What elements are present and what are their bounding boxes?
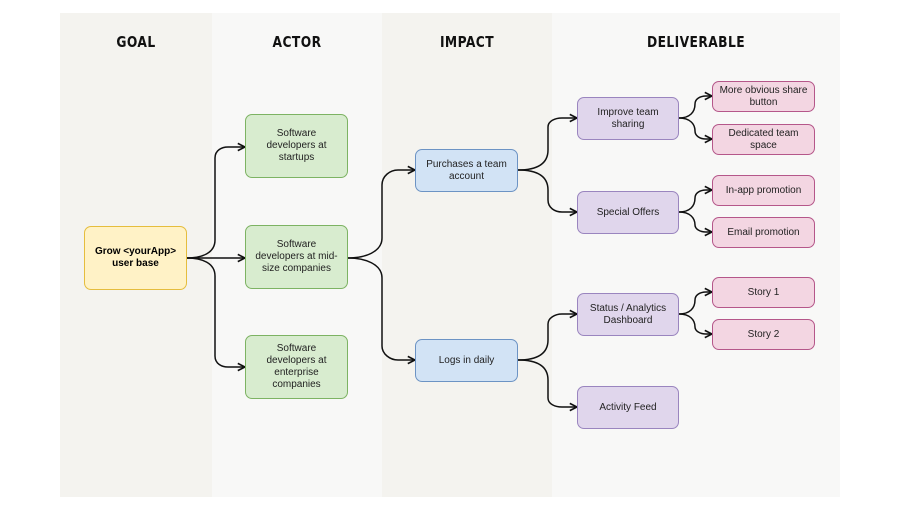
- connector-offers-to-email: [678, 211, 712, 232]
- column-title-actor: ACTOR: [272, 33, 322, 51]
- actor-node-enterprise: Software developers at enterprise compan…: [245, 335, 348, 399]
- connector-team-account-to-sharing: [517, 118, 577, 171]
- impact-node-logs-daily: Logs in daily: [415, 339, 518, 382]
- connector-sharing-to-share-button: [678, 96, 712, 119]
- leaf-node-email-promotion: Email promotion: [712, 217, 815, 248]
- leaf-node-team-space: Dedicated team space: [712, 124, 815, 155]
- connector-team-account-to-offers: [517, 169, 577, 212]
- connector-sharing-to-team-space: [678, 117, 712, 139]
- column-title-deliverable: DELIVERABLE: [646, 33, 746, 51]
- deliverable-node-special-offers: Special Offers: [577, 191, 679, 234]
- leaf-node-share-button: More obvious share button: [712, 81, 815, 112]
- connector-logs-daily-to-activity-feed: [517, 359, 577, 407]
- connector-goal-to-enterprise: [186, 257, 245, 367]
- connector-dashboard-to-story1: [678, 292, 712, 315]
- leaf-node-story2: Story 2: [712, 319, 815, 350]
- connector-logs-daily-to-dashboard: [517, 314, 577, 361]
- deliverable-node-activity-feed: Activity Feed: [577, 386, 679, 429]
- column-impact: IMPACT: [382, 13, 552, 497]
- column-title-impact: IMPACT: [439, 33, 495, 51]
- connector-dashboard-to-story2: [678, 313, 712, 334]
- connector-midsize-to-logs-daily: [347, 257, 415, 360]
- deliverable-node-team-sharing: Improve team sharing: [577, 97, 679, 140]
- connector-goal-to-startups: [186, 147, 245, 259]
- actor-node-midsize: Software developers at mid-size companie…: [245, 225, 348, 289]
- connector-offers-to-inapp: [678, 190, 712, 213]
- connector-midsize-to-team-account: [347, 170, 415, 259]
- deliverable-node-dashboard: Status / Analytics Dashboard: [577, 293, 679, 336]
- goal-node: Grow <yourApp> user base: [84, 226, 187, 290]
- impact-node-team-account: Purchases a team account: [415, 149, 518, 192]
- column-title-goal: GOAL: [116, 33, 156, 51]
- leaf-node-story1: Story 1: [712, 277, 815, 308]
- leaf-node-inapp-promotion: In-app promotion: [712, 175, 815, 206]
- actor-node-startups: Software developers at startups: [245, 114, 348, 178]
